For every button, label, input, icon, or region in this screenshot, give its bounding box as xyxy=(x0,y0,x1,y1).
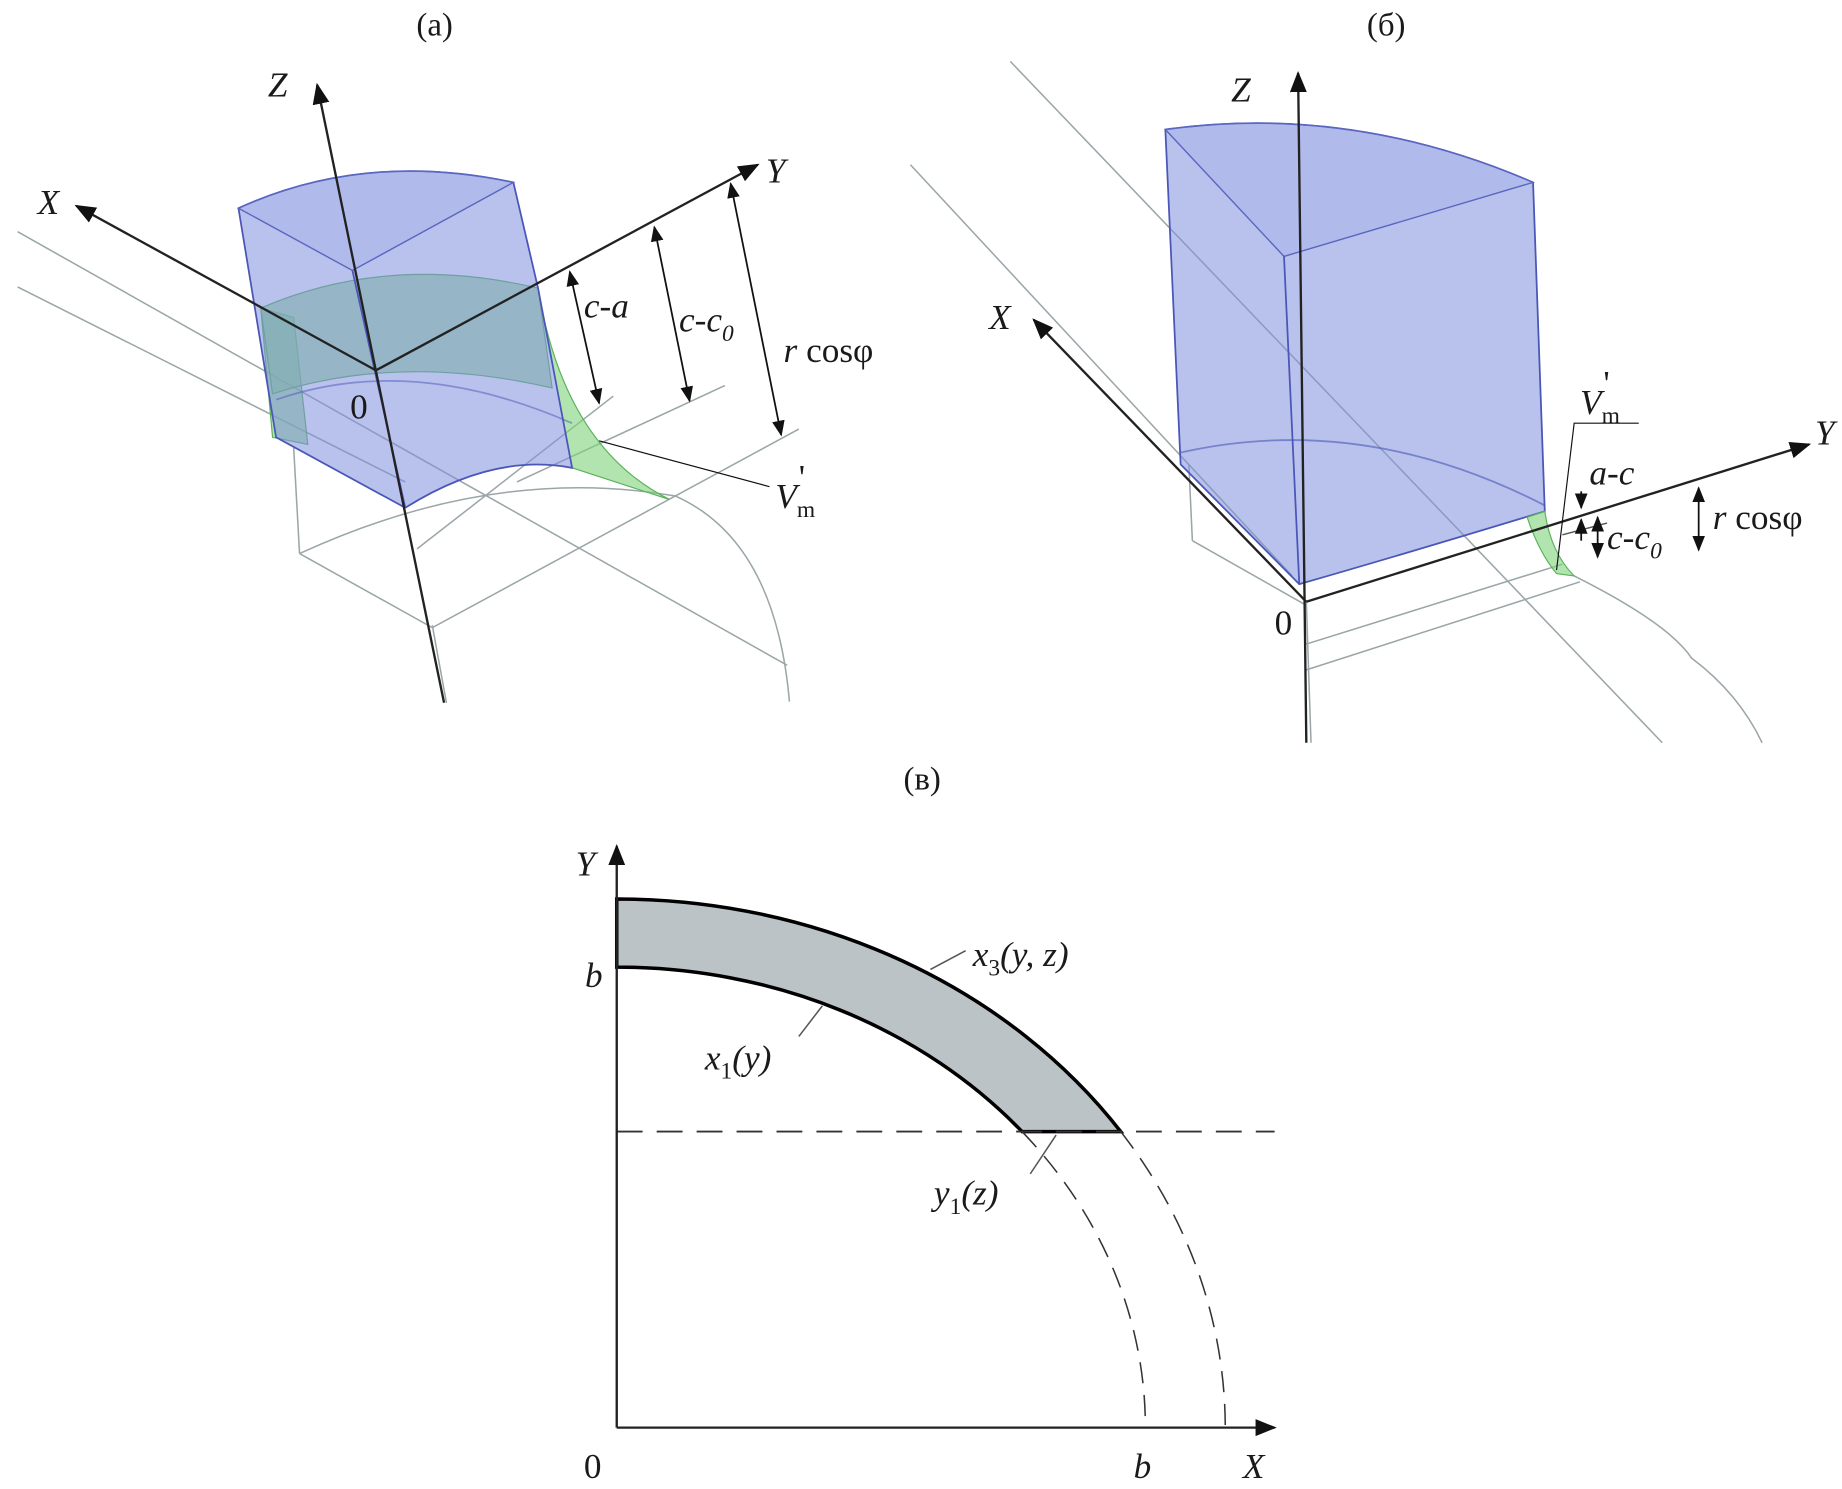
panel-b-dimensions: a-c c-c0 r cosφ Vm' xyxy=(1555,364,1803,571)
x-axis-label: X xyxy=(987,298,1012,337)
y-axis xyxy=(1305,441,1812,603)
y-axis-label: Y xyxy=(576,844,599,883)
panel-a-volume xyxy=(236,170,574,509)
x3-label: x3(y, z) xyxy=(972,935,1069,981)
panel-a-axes: Z X Y 0 xyxy=(36,66,789,704)
dim-a-c: a-c xyxy=(1589,453,1634,492)
dim-r-cos-phi: r cosφ xyxy=(1713,498,1803,537)
y-axis-label: Y xyxy=(766,151,789,190)
x1-label: x1(y) xyxy=(704,1038,772,1084)
cross-section-region xyxy=(614,897,1125,1134)
origin-label: 0 xyxy=(350,388,368,427)
outer-arc-continuation xyxy=(1120,1131,1227,1428)
inner-arc-continuation xyxy=(1021,1131,1147,1428)
panel-b: (б) Z X Y 0 xyxy=(909,8,1838,744)
origin-label: 0 xyxy=(584,1447,602,1486)
x-axis xyxy=(74,204,377,372)
dim-r-cos-phi: r cosφ xyxy=(784,331,874,370)
x-axis xyxy=(1032,318,1308,603)
z-axis-label: Z xyxy=(1231,70,1251,109)
panel-a-title: (a) xyxy=(416,8,453,44)
dim-c-c0: c-c0 xyxy=(679,301,734,347)
dim-c-c0: c-c0 xyxy=(1607,518,1662,564)
vm-label: Vm' xyxy=(775,458,815,523)
panel-a: (a) Z X Y 0 xyxy=(17,8,874,704)
y-axis xyxy=(375,163,760,372)
vm-label: Vm' xyxy=(1580,364,1620,429)
dim-c-a: c-a xyxy=(584,286,629,325)
tick-b-x: b xyxy=(1134,1447,1152,1486)
origin-label: 0 xyxy=(1275,604,1293,643)
panel-b-title: (б) xyxy=(1367,8,1406,44)
panel-b-volume xyxy=(1163,122,1576,586)
panel-b-axes: Z X Y 0 xyxy=(987,70,1838,743)
panel-a-dimensions: c-a c-c0 r cosφ Vm' xyxy=(566,182,874,523)
z-axis xyxy=(1289,71,1308,743)
x-axis-label: X xyxy=(36,183,61,222)
tick-b-y: b xyxy=(585,956,603,995)
panel-c: (в) Y X 0 b b x3(y, z) x1(y) y1(z) xyxy=(576,762,1277,1486)
panel-c-title: (в) xyxy=(903,762,940,798)
x-axis-label: X xyxy=(1241,1447,1266,1486)
y-axis-label: Y xyxy=(1815,413,1838,452)
y1-label: y1(z) xyxy=(931,1173,999,1219)
z-axis xyxy=(312,82,446,704)
z-axis-label: Z xyxy=(268,66,288,105)
